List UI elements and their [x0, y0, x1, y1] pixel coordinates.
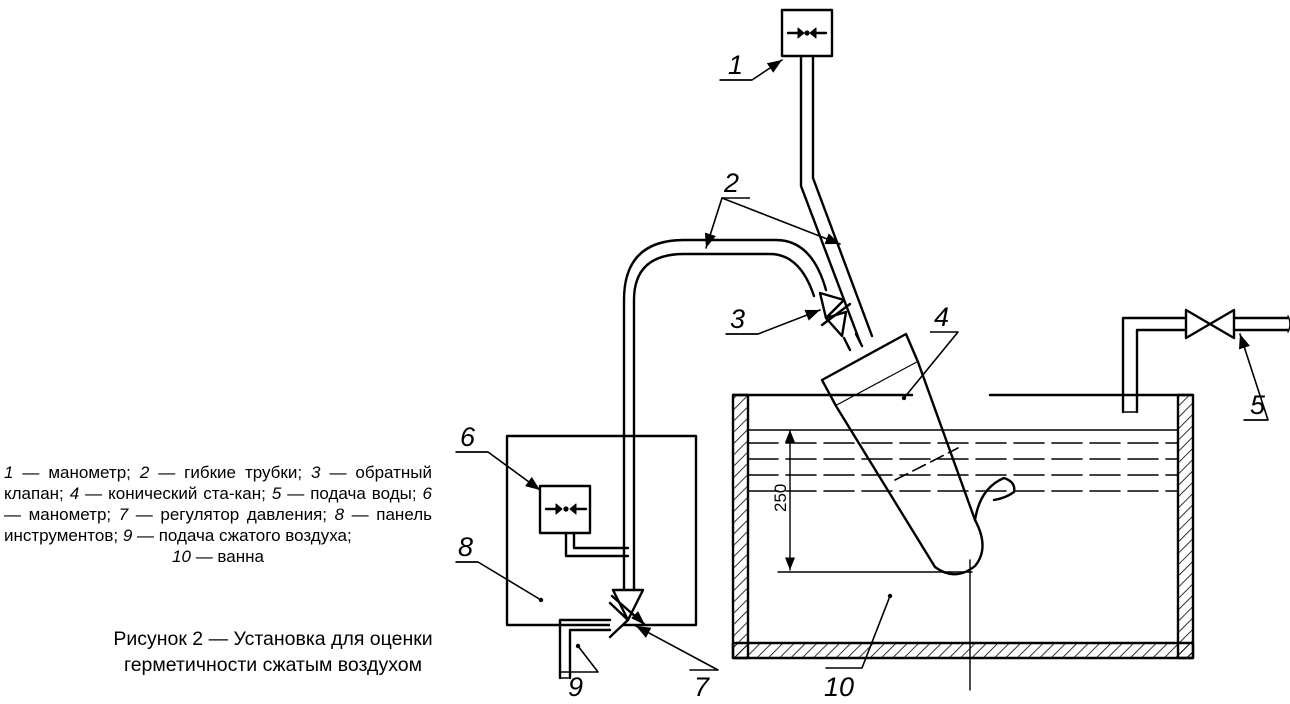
- legend-num-8: 8: [334, 505, 345, 524]
- label-9: 9: [568, 672, 583, 702]
- label-6: 6: [460, 422, 476, 452]
- label-10: 10: [824, 672, 854, 702]
- legend-num-9: 9: [122, 526, 133, 545]
- caption-line-2: герметичности сжатым воздухом: [124, 654, 422, 676]
- label-2: 2: [723, 168, 739, 198]
- legend-num-2: 2: [139, 463, 150, 482]
- legend-text-4: — конический ста-кан;: [79, 484, 272, 503]
- legend-text-2: — гибкие трубки;: [149, 463, 312, 482]
- water-supply-pipe: [1121, 308, 1290, 414]
- label-7: 7: [694, 672, 710, 702]
- label-3: 3: [730, 304, 745, 334]
- legend-text-6: — манометр;: [4, 505, 119, 524]
- depth-dimension: [777, 429, 973, 691]
- gauge-1-icon: [780, 8, 834, 58]
- pressure-regulator-icon: [608, 588, 646, 639]
- figure-legend: 1 — манометр; 2 — гибкие трубки; 3 — обр…: [4, 462, 432, 567]
- label-1: 1: [728, 50, 743, 80]
- caption-line-1: Рисунок 2 — Установка для оценки: [113, 628, 433, 650]
- label-8: 8: [458, 532, 473, 562]
- legend-num-6: 6: [422, 484, 432, 503]
- dimension-250: 250: [771, 484, 790, 512]
- legend-text-3: — обратный клапан;: [4, 463, 432, 503]
- legend-text-9: — подача сжатого воздуха;: [132, 526, 352, 545]
- conical-cup: [820, 332, 1016, 576]
- legend-text-5: — подача воды;: [281, 484, 423, 503]
- legend-num-7: 7: [118, 505, 129, 524]
- legend-num-1: 1: [4, 463, 14, 482]
- figure-caption: Рисунок 2 — Установка для оценки гермети…: [108, 626, 438, 678]
- check-valve-icon: [818, 291, 864, 352]
- legend-num-3: 3: [311, 463, 321, 482]
- label-4: 4: [934, 302, 949, 332]
- legend-text-8: — панель инструментов;: [4, 505, 432, 545]
- instrument-panel: [505, 434, 698, 627]
- legend-text-1: — манометр;: [13, 463, 140, 482]
- legend-text-7: — регулятор давления;: [128, 505, 335, 524]
- legend-num-10: 10: [172, 547, 191, 566]
- legend-num-5: 5: [271, 484, 282, 503]
- legend-text-10: — ванна: [190, 547, 264, 566]
- water-bath: [731, 393, 1195, 660]
- gauge-6-icon: [538, 484, 592, 535]
- legend-num-4: 4: [69, 484, 80, 503]
- label-5: 5: [1250, 390, 1266, 420]
